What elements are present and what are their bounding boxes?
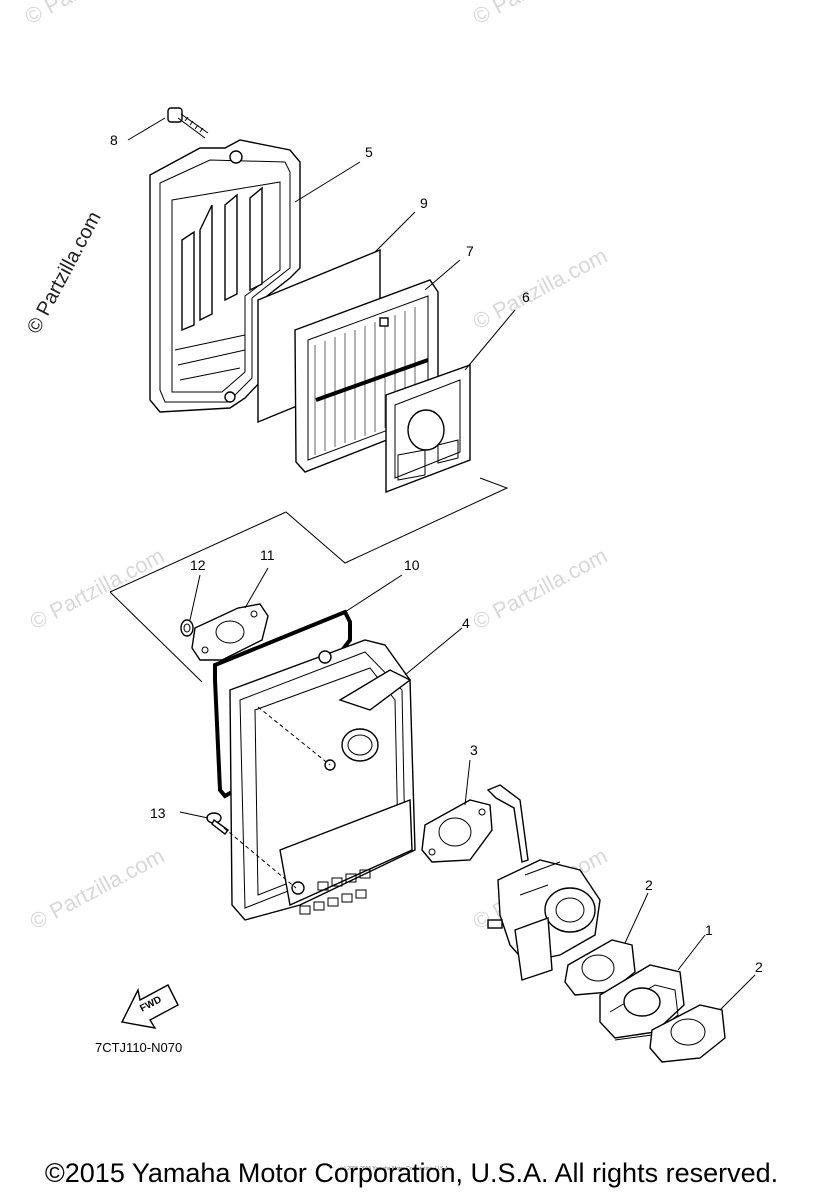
fwd-arrow-icon: FWD — [120, 984, 179, 1029]
housing-vents — [299, 869, 371, 915]
part-12-nut — [180, 619, 194, 637]
part-1-insulator — [599, 964, 685, 1041]
callout-11: 11 — [260, 547, 275, 563]
watermark-2: © Partzilla.com — [469, 0, 612, 29]
part-13-bolt — [206, 812, 229, 835]
part-8-bolt — [167, 107, 209, 139]
carburetor — [486, 784, 601, 981]
watermark-4: © Partzilla.com — [26, 543, 169, 635]
callouts: 8 5 9 7 6 10 11 12 4 3 13 2 1 2 — [110, 132, 763, 975]
watermark-5: © Partzilla.com — [469, 543, 612, 635]
callout-8: 8 — [110, 132, 118, 148]
part-6-gasket — [385, 364, 471, 494]
copyright-notice: ©2015 Yamaha Motor Corporation, U.S.A. A… — [44, 1158, 779, 1188]
watermark-diagonal: © Partzilla.com — [23, 208, 106, 337]
callout-10: 10 — [404, 557, 420, 573]
part-5-air-cleaner-case — [149, 139, 301, 413]
callout-4: 4 — [462, 615, 470, 631]
fine-print: (c) 2005-2015 Yamaha Motor Corporation, … — [340, 1166, 450, 1172]
callout-13: 13 — [150, 805, 166, 821]
callout-7: 7 — [466, 243, 474, 259]
callout-2-b: 2 — [755, 959, 763, 975]
reference-lines — [109, 477, 509, 889]
callout-9: 9 — [420, 195, 428, 211]
callout-1: 1 — [705, 922, 713, 938]
part-4-air-cleaner-housing — [229, 639, 416, 921]
watermark-3: © Partzilla.com — [469, 243, 612, 335]
callout-6: 6 — [522, 289, 530, 305]
part-3-gasket — [421, 799, 493, 863]
callout-3: 3 — [470, 742, 478, 758]
part-11-gasket — [191, 603, 269, 661]
callout-2-a: 2 — [645, 877, 653, 893]
callout-5: 5 — [365, 144, 373, 160]
watermark-6: © Partzilla.com — [26, 843, 169, 935]
part-2-gasket-b — [649, 1004, 726, 1063]
diagram-code: 7CTJ110-N070 — [95, 1040, 182, 1055]
leader-lines — [127, 117, 756, 1011]
watermark-1: © Partzilla.com — [21, 0, 164, 29]
callout-12: 12 — [190, 557, 206, 573]
